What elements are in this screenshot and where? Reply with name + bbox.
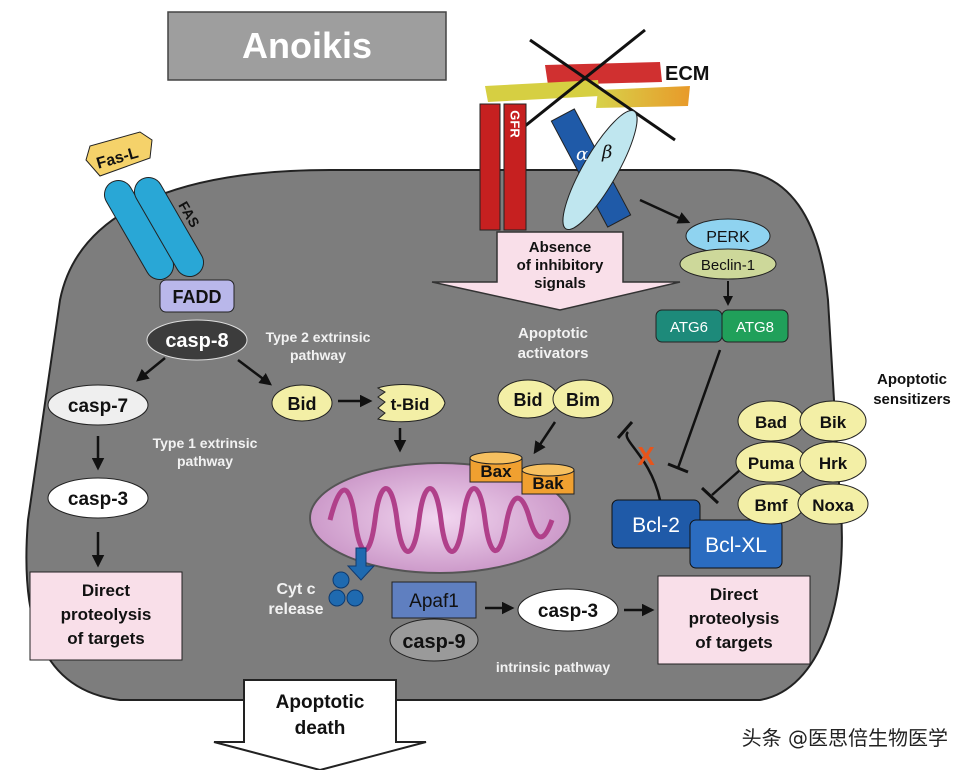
absence-line2: of inhibitory	[517, 257, 604, 274]
type2-label-line2: pathway	[290, 347, 346, 363]
absence-arrow	[431, 231, 681, 311]
left-target-line3: of targets	[67, 629, 144, 648]
bim-activator-label: Bim	[566, 390, 600, 410]
bad-label: Bad	[755, 413, 787, 432]
bclxl-label: Bcl-XL	[705, 534, 767, 557]
casp7-label: casp-7	[68, 396, 128, 417]
inhibit-x-mark: X	[637, 441, 655, 471]
left-target-line2: proteolysis	[61, 605, 152, 624]
atg-inhibit-bar	[667, 462, 689, 474]
bcl2-label: Bcl-2	[632, 514, 680, 537]
bak-cylinder	[521, 463, 575, 495]
mitochondrion-cristae	[327, 486, 555, 554]
noxa-label: Noxa	[812, 496, 854, 515]
title-text: Anoikis	[242, 25, 372, 66]
casp3-right-node	[517, 588, 619, 632]
left-target-box	[29, 571, 183, 661]
casp3-left-label: casp-3	[68, 489, 128, 510]
tbid-node	[376, 384, 446, 423]
sensitizers-line2: sensitizers	[873, 391, 951, 408]
bid-left-node	[271, 384, 333, 422]
puma-label: Puma	[748, 454, 795, 473]
gfr-receptor	[479, 103, 527, 231]
bik-label: Bik	[820, 413, 847, 432]
cytc-release-arrow	[346, 547, 376, 581]
ecm-label: ECM	[665, 63, 709, 85]
death-line2: death	[295, 718, 346, 739]
right-target-line1: Direct	[710, 585, 759, 604]
atg8-box	[721, 309, 789, 343]
beclin-label: Beclin-1	[701, 257, 755, 274]
fadd-label: FADD	[173, 287, 222, 307]
atg-to-bcl2-inhibit-line	[676, 349, 722, 469]
fadd-box	[159, 279, 235, 313]
type1-label-line2: pathway	[177, 453, 233, 469]
ecm-layers	[485, 62, 690, 108]
intrinsic-pathway-label: intrinsic pathway	[496, 659, 611, 675]
beclin-node	[679, 248, 777, 280]
bik-node	[799, 400, 867, 442]
casp9-label: casp-9	[402, 631, 465, 653]
cytc-dot-3	[346, 589, 364, 607]
casp9-node	[389, 618, 479, 662]
activators-to-bax-arrow	[533, 421, 557, 455]
tbid-label: t-Bid	[391, 395, 430, 414]
cytc-dot-2	[328, 589, 346, 607]
apaf1-label: Apaf1	[409, 591, 459, 612]
right-target-line2: proteolysis	[689, 609, 780, 628]
apoptotic-death-arrow	[213, 679, 427, 770]
inhibit-bar-activators	[616, 421, 634, 439]
type1-label-line1: Type 1 extrinsic	[153, 435, 258, 451]
type2-label-line1: Type 2 extrinsic	[266, 329, 371, 345]
fas-ligand-shape	[85, 131, 153, 177]
casp8-to-casp7-arrow	[136, 357, 166, 382]
absence-line3: signals	[534, 275, 586, 292]
fas-receptor	[104, 176, 204, 281]
death-line1: Apoptotic	[276, 692, 365, 713]
bak-label: Bak	[532, 474, 564, 493]
hrk-label: Hrk	[819, 454, 848, 473]
bcl-inhibit-activators-line	[625, 431, 662, 501]
casp3-left-node	[47, 477, 149, 519]
casp8-label: casp-8	[165, 330, 228, 352]
activators-line1: Apoptotic	[518, 325, 588, 342]
watermark: 头条 @医思倍生物医学	[742, 726, 948, 750]
integrin	[550, 108, 638, 230]
left-target-line1: Direct	[82, 581, 131, 600]
sensitizer-to-bclxl-line	[711, 469, 741, 496]
right-target-line3: of targets	[695, 633, 772, 652]
integrin-to-perk-arrow	[639, 198, 691, 224]
bmf-label: Bmf	[754, 496, 787, 515]
bax-label: Bax	[480, 462, 512, 481]
atg6-label: ATG6	[670, 319, 708, 336]
integrin-alpha-label: α	[576, 144, 588, 165]
bid-activator-label: Bid	[514, 390, 543, 410]
bid-left-label: Bid	[288, 394, 317, 414]
ecm-cross-mark	[519, 28, 676, 142]
perk-label: PERK	[706, 229, 750, 246]
integrin-beta-label: β	[601, 142, 612, 163]
casp8-to-bid-arrow	[237, 359, 272, 386]
gfr-label: GFR	[508, 110, 523, 138]
cytc-line1: Cyt c	[276, 581, 315, 598]
bim-activator-node	[552, 379, 614, 419]
apaf1-box	[391, 581, 477, 619]
atg8-label: ATG8	[736, 319, 774, 336]
title-box	[167, 11, 447, 81]
casp8-node	[146, 319, 248, 361]
bax-cylinder	[469, 451, 523, 483]
sensitizers-line1: Apoptotic	[877, 371, 947, 388]
casp7-node	[47, 384, 149, 426]
absence-line1: Absence	[529, 239, 592, 256]
bclxl-box	[689, 519, 783, 569]
right-target-box	[657, 575, 811, 665]
activators-line2: activators	[518, 345, 589, 362]
cytc-dot-1	[332, 571, 350, 589]
sensitizer-inhibit-bar	[700, 486, 720, 505]
hrk-node	[799, 441, 867, 483]
cytc-line2: release	[268, 601, 323, 618]
noxa-node	[797, 483, 869, 525]
casp3-right-label: casp-3	[538, 601, 598, 622]
